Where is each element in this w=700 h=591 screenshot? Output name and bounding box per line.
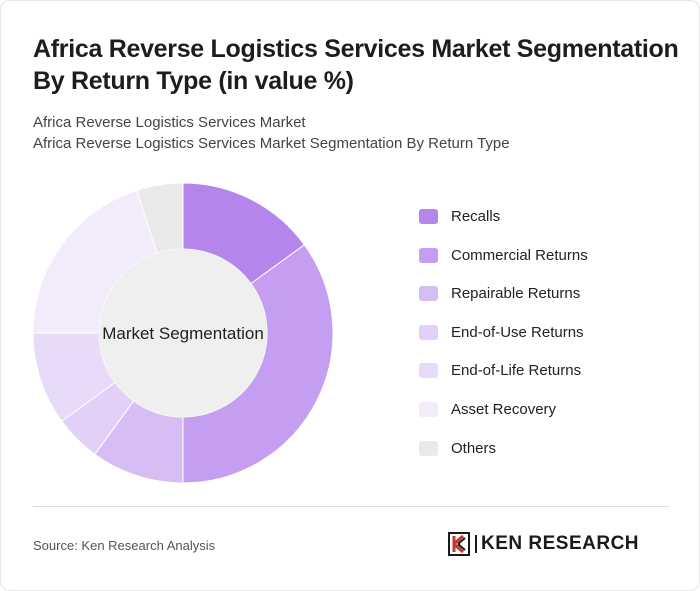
legend-swatch-commercial-returns: [419, 247, 438, 263]
legend-swatch-end-of-use-returns: [419, 324, 438, 340]
chart-title: Africa Reverse Logistics Services Market…: [33, 35, 679, 95]
footer-divider: [33, 506, 669, 507]
legend-label-end-of-life-returns: End-of-Life Returns: [451, 362, 582, 380]
donut-center-label: Market Segmentation: [102, 324, 264, 343]
legend-swatch-recalls: [419, 209, 438, 224]
chart-subtitle-segmentation: Africa Reverse Logistics Services Market…: [33, 135, 510, 152]
legend-swatch-asset-recovery: [419, 402, 438, 417]
legend-swatch-end-of-life-returns: [419, 363, 438, 379]
legend-swatch-others: [419, 440, 438, 456]
legend-label-asset-recovery: Asset Recovery: [451, 401, 557, 418]
donut-chart: Market Segmentation: [32, 182, 334, 484]
logo-wordmark: KEN RESEARCH: [481, 533, 640, 554]
legend-swatch-repairable-returns: [419, 286, 438, 302]
legend-label-end-of-use-returns: End-of-Use Returns: [451, 323, 584, 341]
logo-separator: [475, 535, 477, 553]
legend-label-others: Others: [451, 439, 497, 457]
legend-label-recalls: Recalls: [451, 208, 501, 225]
donut-hole: [99, 249, 267, 417]
chart-subtitle-market: Africa Reverse Logistics Services Market: [33, 114, 306, 131]
legend-label-repairable-returns: Repairable Returns: [451, 285, 581, 303]
legend-label-commercial-returns: Commercial Returns: [451, 246, 588, 264]
source-note: Source: Ken Research Analysis: [33, 538, 216, 553]
ken-research-logo-icon: [448, 532, 470, 556]
ken-research-logo: KEN RESEARCH: [448, 532, 670, 556]
